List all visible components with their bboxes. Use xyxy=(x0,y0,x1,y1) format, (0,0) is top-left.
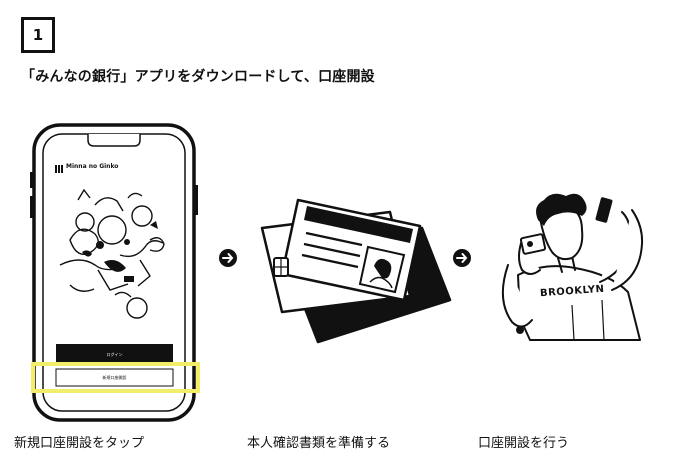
step-number: 1 xyxy=(32,26,44,44)
shirt-text: BROOKLYN xyxy=(539,283,605,300)
new-account-button[interactable]: 新規口座開設 xyxy=(102,375,127,380)
caption-tap-new-account: 新規口座開設をタップ xyxy=(14,436,145,451)
step-number-badge: 1 xyxy=(21,17,55,53)
page-heading: 「みんなの銀行」アプリをダウンロードして、口座開設 xyxy=(21,69,375,85)
arrow-right-icon xyxy=(219,249,237,267)
arrow-right-icon xyxy=(453,249,471,267)
phone-app-name: Minna no Ginko xyxy=(66,163,119,170)
caption-open-account: 口座開設を行う xyxy=(478,436,570,451)
login-button[interactable]: ログイン xyxy=(106,352,123,357)
caption-prepare-id: 本人確認書類を準備する xyxy=(247,436,391,451)
